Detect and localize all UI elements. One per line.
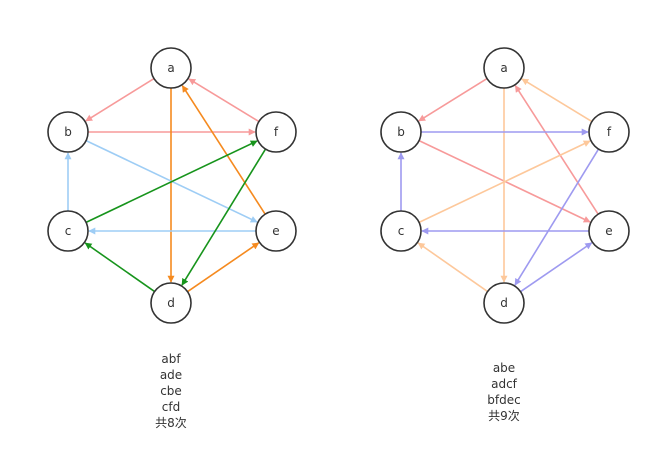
node-label: e <box>605 224 612 238</box>
node-label: e <box>272 224 279 238</box>
left-graph-caption: abf ade cbe cfd 共8次 <box>111 351 231 431</box>
edge-f-to-d <box>181 148 267 286</box>
edge-e-to-a <box>514 85 599 215</box>
node-circle <box>588 111 630 153</box>
edge-c-to-f <box>418 140 591 224</box>
left-graph: a b f c e d <box>47 47 297 324</box>
node-b: b <box>380 111 422 153</box>
node-label: c <box>398 224 405 238</box>
edge-c-to-f <box>85 140 258 224</box>
caption-line: cfd <box>161 400 181 414</box>
node-label: c <box>65 224 72 238</box>
caption-line: bfdec <box>487 393 521 407</box>
node-circle <box>380 111 422 153</box>
node-circle <box>150 282 192 324</box>
node-circle <box>380 210 422 252</box>
node-f: f <box>255 111 297 153</box>
node-c: c <box>47 210 89 252</box>
caption-line: abe <box>492 361 516 375</box>
caption-line: adcf <box>491 377 517 391</box>
node-d: d <box>150 282 192 324</box>
caption-line: ade <box>159 368 183 382</box>
node-a: a <box>150 47 192 89</box>
node-e: e <box>588 210 630 252</box>
node-c: c <box>380 210 422 252</box>
edge-d-to-e <box>520 242 593 293</box>
node-label: f <box>274 125 279 139</box>
node-circle <box>255 111 297 153</box>
node-circle <box>255 210 297 252</box>
node-circle <box>47 210 89 252</box>
caption-line: cbe <box>160 384 182 398</box>
right-graph-caption: abe adcf bfdec 共9次 <box>444 360 564 424</box>
node-label: d <box>500 296 508 310</box>
node-label: b <box>397 125 405 139</box>
edge-f-to-a <box>521 78 593 123</box>
node-a: a <box>483 47 525 89</box>
caption-line: 共9次 <box>488 409 520 423</box>
node-f: f <box>588 111 630 153</box>
node-label: f <box>607 125 612 139</box>
edge-f-to-d <box>514 148 600 286</box>
edge-e-to-a <box>181 85 266 215</box>
node-e: e <box>255 210 297 252</box>
node-circle <box>47 111 89 153</box>
edge-a-to-b <box>85 77 155 122</box>
node-circle <box>483 282 525 324</box>
node-circle <box>483 47 525 89</box>
node-d: d <box>483 282 525 324</box>
node-circle <box>150 47 192 89</box>
edge-f-to-a <box>188 78 260 123</box>
node-circle <box>588 210 630 252</box>
node-b: b <box>47 111 89 153</box>
right-graph: a b f c e d <box>380 47 630 324</box>
caption-line: abf <box>161 352 181 366</box>
edge-d-to-c <box>84 242 156 293</box>
edge-d-to-c <box>417 242 489 293</box>
node-label: b <box>64 125 72 139</box>
edge-d-to-e <box>187 242 260 293</box>
caption-line: 共8次 <box>155 416 187 430</box>
node-label: a <box>500 61 507 75</box>
edge-a-to-b <box>418 77 488 122</box>
node-label: a <box>167 61 174 75</box>
node-label: d <box>167 296 175 310</box>
